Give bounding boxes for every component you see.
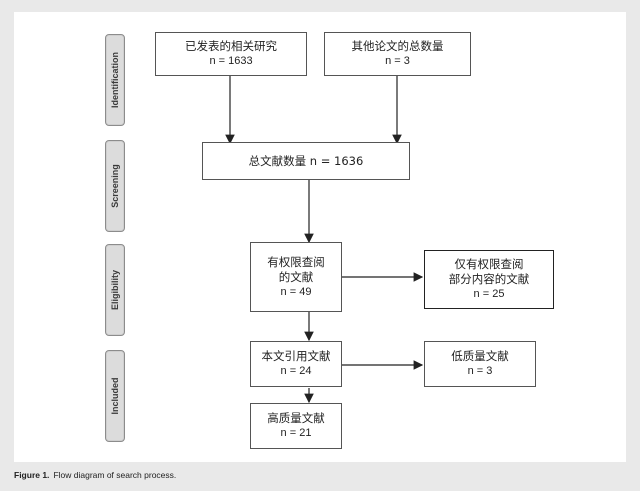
figure-caption: Figure 1.Flow diagram of search process.	[14, 470, 176, 480]
stage-label-screening: Screening	[105, 140, 125, 232]
box-partial-label-2: 部分内容的文献	[448, 272, 530, 286]
box-published-label: 已发表的相关研究	[185, 39, 277, 53]
caption-label: Figure 1.	[14, 470, 50, 480]
figure-canvas: Identification Screening Eligibility Inc…	[14, 12, 626, 462]
box-other-label: 其他论文的总数量	[351, 39, 444, 53]
box-total-label: 总文献数量 n = 1636	[248, 153, 364, 168]
box-lowq-count: n = 3	[467, 365, 493, 377]
box-other-papers: 其他论文的总数量 n = 3	[324, 32, 471, 76]
box-lowq-label: 低质量文献	[451, 349, 509, 363]
box-limited-label-2: 的文献	[278, 269, 314, 284]
box-partial-label-1: 仅有权限查阅	[454, 257, 524, 271]
box-accessible-records: 有权限查阅 的文献 n = 49	[250, 242, 342, 312]
box-published-studies: 已发表的相关研究 n = 1633	[155, 32, 307, 76]
box-high-quality: 高质量文献 n = 21	[250, 403, 342, 449]
box-published-count: n = 1633	[209, 55, 253, 67]
box-limited-count: n = 49	[280, 285, 312, 298]
box-partial-count: n = 25	[473, 288, 505, 300]
box-highq-label: 高质量文献	[267, 411, 325, 425]
box-low-quality: 低质量文献 n = 3	[424, 341, 536, 387]
box-partial-access: 仅有权限查阅 部分内容的文献 n = 25	[424, 250, 554, 309]
box-total-records: 总文献数量 n = 1636	[202, 142, 410, 180]
box-cited-count: n = 24	[280, 365, 312, 377]
box-other-count: n = 3	[385, 55, 410, 67]
stage-label-included: Included	[105, 350, 125, 442]
flow-diagram: Identification Screening Eligibility Inc…	[14, 12, 626, 462]
box-highq-count: n = 21	[280, 427, 312, 439]
flow-arrows	[225, 76, 424, 404]
caption-text: Flow diagram of search process.	[53, 470, 177, 480]
box-cited-label: 本文引用文献	[261, 349, 331, 363]
stage-label-identification: Identification	[105, 34, 125, 126]
box-cited-references: 本文引用文献 n = 24	[250, 341, 342, 387]
stage-label-eligibility: Eligibility	[105, 244, 125, 336]
box-limited-label-1: 有权限查阅	[267, 254, 325, 269]
